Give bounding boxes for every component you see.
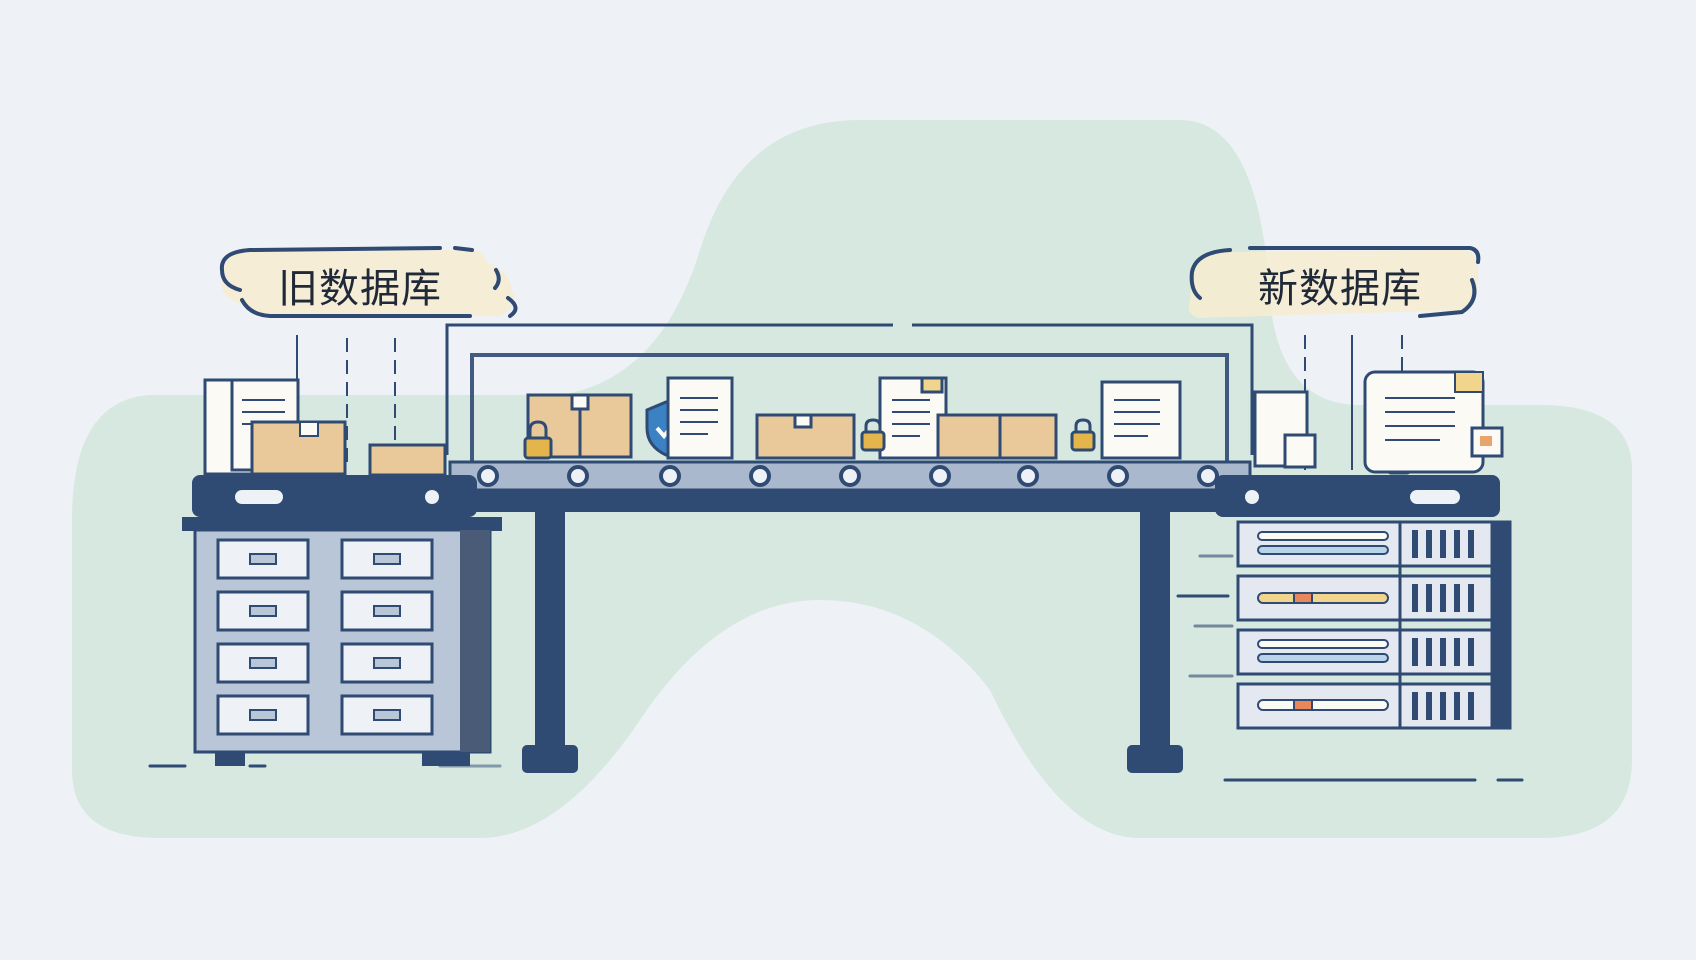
server-units [1236, 520, 1512, 730]
new-db-label-text: 新数据库 [1258, 266, 1422, 312]
filing-cabinet-icon [182, 378, 502, 766]
motion-lines [148, 554, 1524, 782]
old-db-label-text: 旧数据库 [278, 266, 442, 312]
server-rack-icon [1215, 370, 1512, 730]
server-vents [1412, 530, 1474, 720]
lock-icon [1070, 418, 1096, 452]
box-icon [755, 413, 856, 460]
drawer-handles [249, 553, 401, 721]
lock-icon [860, 418, 886, 452]
old-db-label: 旧数据库 [219, 246, 518, 318]
server-bars [1257, 531, 1389, 711]
document-icon [878, 376, 948, 460]
document-icon [666, 376, 734, 460]
cabinet-drawers [216, 538, 434, 736]
new-db-label: 新数据库 [1188, 246, 1481, 318]
box-icon [936, 413, 1058, 460]
conveyor-belt-icon [448, 460, 1252, 773]
lock-icon [523, 420, 553, 460]
rollers [477, 465, 1219, 487]
belt-items [526, 376, 1182, 460]
document-icon [1100, 380, 1182, 460]
